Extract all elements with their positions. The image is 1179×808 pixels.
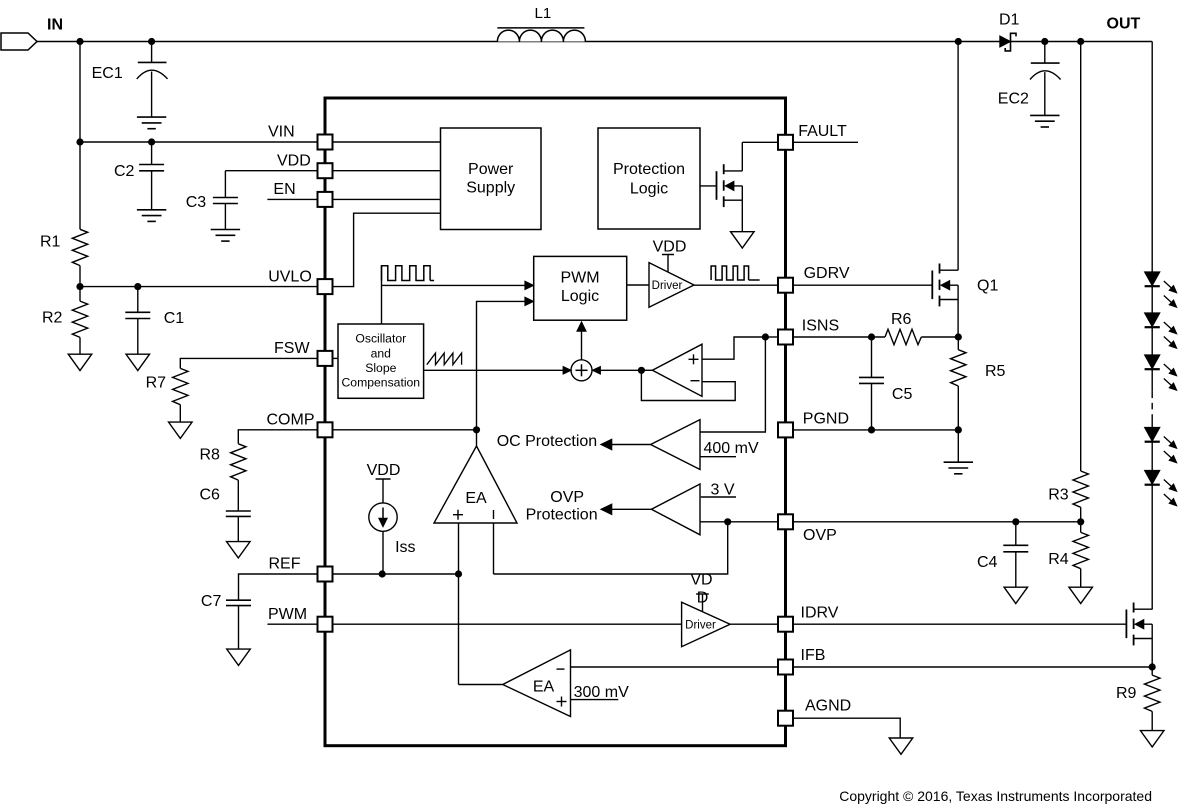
svg-text:3 V: 3 V	[711, 482, 735, 499]
svg-text:IFB: IFB	[801, 647, 826, 664]
svg-text:L1: L1	[535, 5, 552, 22]
svg-text:FAULT: FAULT	[798, 123, 847, 140]
svg-text:R4: R4	[1048, 551, 1069, 568]
svg-text:R5: R5	[985, 363, 1006, 380]
svg-text:OVP: OVP	[550, 489, 584, 506]
svg-text:COMP: COMP	[267, 412, 315, 429]
svg-text:Driver: Driver	[685, 619, 716, 631]
svg-text:PWM: PWM	[268, 606, 307, 623]
svg-text:R1: R1	[40, 234, 61, 251]
svg-text:UVLO: UVLO	[268, 268, 312, 285]
svg-text:VIN: VIN	[268, 124, 295, 141]
svg-text:C1: C1	[164, 310, 185, 327]
svg-text:Power: Power	[468, 161, 514, 178]
svg-text:IDRV: IDRV	[801, 605, 839, 622]
svg-text:EC2: EC2	[998, 90, 1029, 107]
svg-text:R6: R6	[891, 311, 912, 328]
svg-text:ISNS: ISNS	[802, 318, 839, 335]
svg-text:AGND: AGND	[805, 698, 851, 715]
svg-text:PWM: PWM	[560, 270, 599, 287]
svg-text:Iss: Iss	[395, 539, 415, 556]
svg-text:Oscillator: Oscillator	[355, 332, 406, 346]
svg-text:300 mV: 300 mV	[574, 684, 629, 701]
svg-text:REF: REF	[269, 556, 301, 573]
svg-text:Slope: Slope	[365, 361, 396, 375]
svg-text:PGND: PGND	[803, 410, 849, 427]
svg-text:C5: C5	[892, 386, 913, 403]
svg-text:VD: VD	[690, 571, 712, 588]
svg-text:VDD: VDD	[277, 152, 311, 169]
svg-text:and: and	[371, 346, 391, 360]
svg-text:Compensation: Compensation	[342, 376, 421, 390]
svg-text:EA: EA	[533, 679, 555, 696]
svg-text:C6: C6	[200, 487, 221, 504]
svg-text:FSW: FSW	[274, 340, 310, 357]
svg-text:Logic: Logic	[561, 288, 599, 305]
svg-text:VDD: VDD	[653, 238, 687, 255]
svg-text:R9: R9	[1116, 685, 1137, 702]
svg-text:C4: C4	[977, 554, 998, 571]
svg-text:C3: C3	[186, 194, 207, 211]
svg-text:GDRV: GDRV	[804, 265, 850, 282]
svg-text:Q1: Q1	[977, 278, 998, 295]
svg-text:C7: C7	[201, 593, 222, 610]
svg-text:Protection: Protection	[526, 506, 598, 523]
svg-text:EA: EA	[465, 490, 487, 507]
svg-text:Protection: Protection	[613, 161, 685, 178]
svg-text:D1: D1	[999, 12, 1020, 29]
svg-text:Copyright © 2016, Texas Instru: Copyright © 2016, Texas Instruments Inco…	[839, 788, 1152, 804]
svg-text:OUT: OUT	[1107, 16, 1141, 33]
svg-text:Logic: Logic	[630, 181, 668, 198]
svg-text:400 mV: 400 mV	[704, 440, 759, 457]
svg-text:R7: R7	[146, 374, 167, 391]
svg-text:OVP: OVP	[803, 527, 837, 544]
svg-text:IN: IN	[47, 16, 63, 33]
svg-text:Supply: Supply	[466, 180, 515, 197]
svg-text:Driver: Driver	[652, 280, 683, 292]
svg-text:VDD: VDD	[367, 462, 401, 479]
svg-text:R2: R2	[42, 310, 63, 327]
svg-text:R3: R3	[1048, 486, 1069, 503]
svg-text:R8: R8	[200, 447, 221, 464]
svg-text:EN: EN	[273, 181, 295, 198]
svg-text:C2: C2	[114, 163, 135, 180]
svg-text:OC Protection: OC Protection	[497, 433, 597, 450]
svg-text:EC1: EC1	[92, 65, 123, 82]
